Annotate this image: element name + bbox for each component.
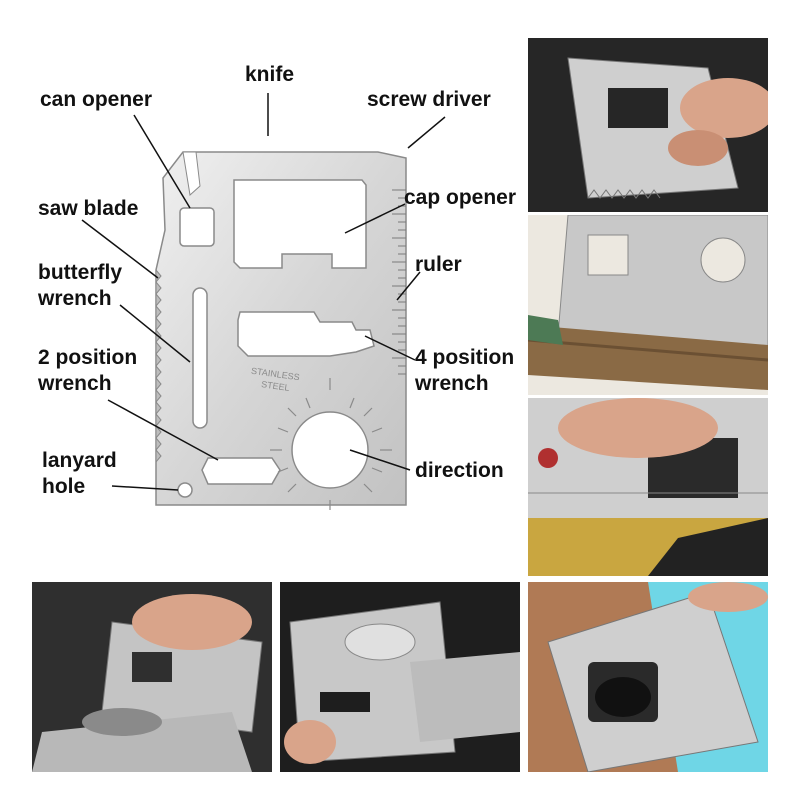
photo-card-cutting-wood xyxy=(528,215,768,395)
label-ruler: ruler xyxy=(415,253,462,276)
label-direction: direction xyxy=(415,459,504,482)
survival-card xyxy=(155,151,407,510)
photo-card-with-finger xyxy=(528,398,768,576)
label-knife: knife xyxy=(245,63,295,86)
photo-flask-cap-wrench xyxy=(280,582,520,772)
ruler-ticks xyxy=(392,189,406,375)
label-can-opener: can opener xyxy=(40,88,153,111)
photo-hand-holding-card xyxy=(528,38,768,212)
leader-lines xyxy=(81,93,446,491)
photo-bottle-cap-opening xyxy=(528,582,768,772)
label-screw-driver: screw driver xyxy=(367,88,491,111)
direction-compass xyxy=(270,378,392,510)
label-cap-opener: cap opener xyxy=(404,186,517,209)
photo-opening-flask xyxy=(32,582,272,772)
label-saw-blade: saw blade xyxy=(38,197,139,220)
saw-teeth xyxy=(155,268,162,464)
engraving-line-2: STEEL xyxy=(261,379,291,393)
